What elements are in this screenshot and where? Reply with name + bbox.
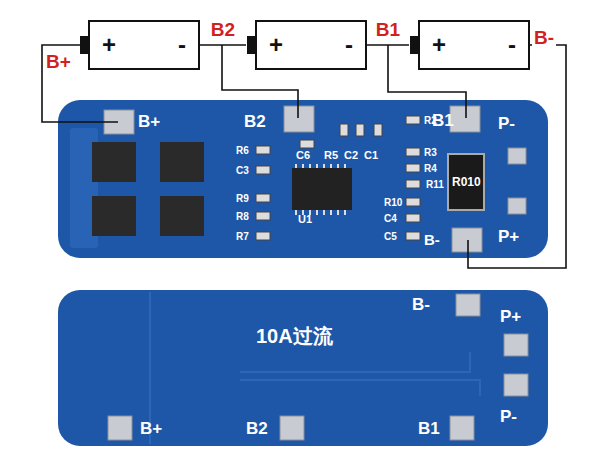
wire-label: B2 <box>209 20 237 39</box>
wire-label: B+ <box>44 52 73 71</box>
mosfet-chips <box>92 142 204 236</box>
pad-label: P+ <box>498 228 519 245</box>
polarity-minus: - <box>178 31 186 59</box>
pad-label: B1 <box>418 420 440 437</box>
pad-label: B+ <box>138 113 160 130</box>
part-label: C5 <box>384 232 397 242</box>
polarity-plus: + <box>432 31 446 59</box>
part-label: R9 <box>236 194 249 204</box>
pcb-top <box>58 100 548 258</box>
pad-label: P+ <box>500 308 521 325</box>
part-label: R8 <box>236 212 249 222</box>
board-text: 10A过流 <box>256 326 333 346</box>
part-label: R10 <box>384 198 402 208</box>
ic-u1 <box>292 168 352 210</box>
polarity-plus: + <box>102 31 116 59</box>
shunt-resistor <box>448 154 484 210</box>
part-label: R7 <box>236 232 249 242</box>
pad-label: B+ <box>140 420 162 437</box>
pad-label: B- <box>412 296 430 313</box>
wire-label: B- <box>532 28 556 47</box>
part-label: R2 <box>424 116 437 126</box>
smd-parts <box>256 116 420 240</box>
part-label: R4 <box>424 164 437 174</box>
part-label: C6 <box>296 150 310 161</box>
pad-label: B- <box>424 232 440 247</box>
part-label: C2 <box>344 150 358 161</box>
part-label: R3 <box>424 148 437 158</box>
pcb-bottom <box>58 290 548 446</box>
part-label: R11 <box>426 180 444 190</box>
part-label: U1 <box>298 214 312 225</box>
pad-label: P- <box>498 115 515 132</box>
polarity-plus: + <box>269 31 283 59</box>
wire-label: B1 <box>374 20 402 39</box>
wires <box>42 45 566 268</box>
polarity-minus: - <box>508 31 516 59</box>
battery-cell: +- <box>255 20 367 70</box>
battery-cell: +- <box>88 20 200 70</box>
pad-label: B2 <box>246 420 268 437</box>
solder-pads-bottom <box>108 294 528 440</box>
pad-label: P- <box>500 408 517 425</box>
part-label: R5 <box>324 150 338 161</box>
part-label: C1 <box>364 150 378 161</box>
solder-pads <box>104 106 526 252</box>
battery-cell: +- <box>418 20 530 70</box>
series-wire <box>200 44 246 46</box>
polarity-minus: - <box>345 31 353 59</box>
shunt-value: R010 <box>452 176 481 188</box>
pad-label: B2 <box>244 113 266 130</box>
part-label: C4 <box>384 214 397 224</box>
part-label: C3 <box>236 166 249 176</box>
part-label: R6 <box>236 146 249 156</box>
series-wire <box>367 44 409 46</box>
